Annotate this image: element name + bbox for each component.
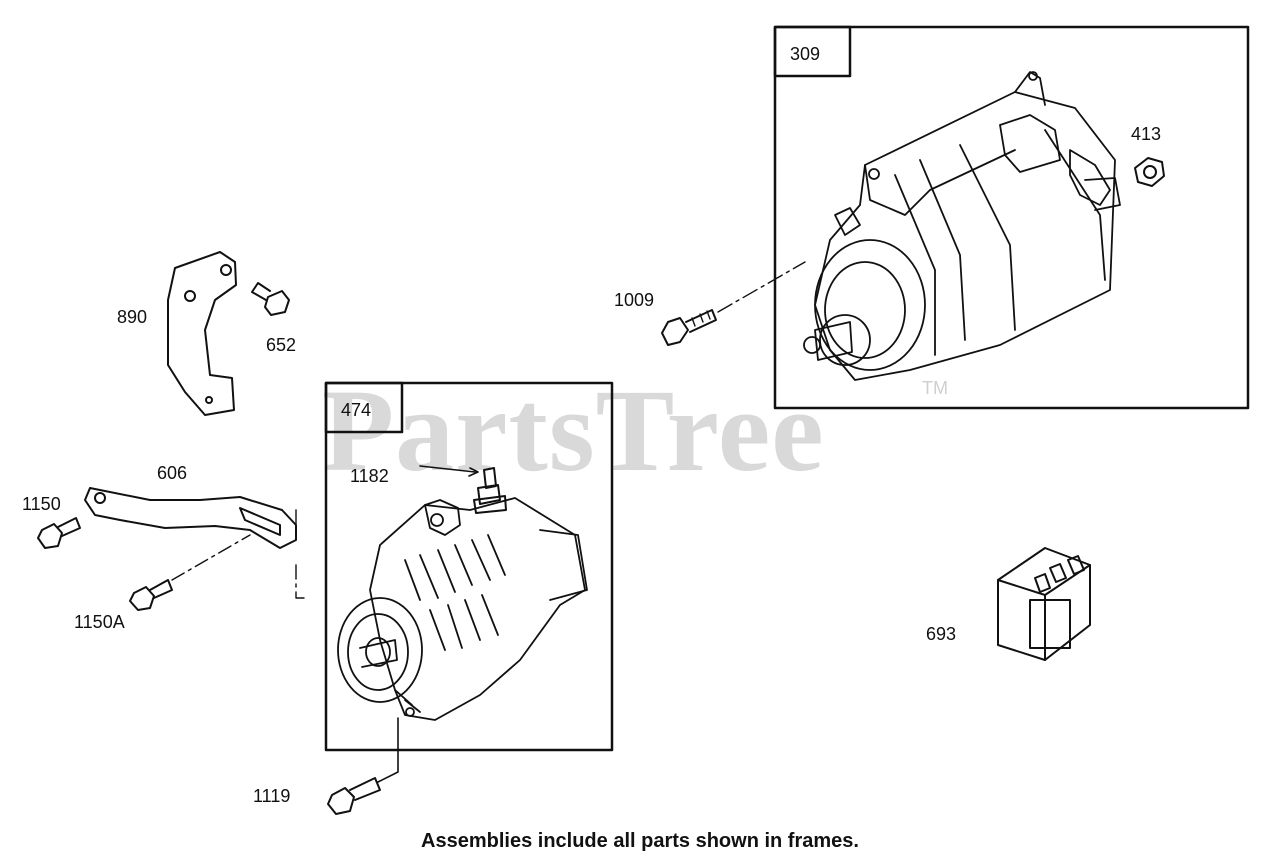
callout-1150a[interactable]: 1150A [74, 612, 125, 632]
alternator-part [337, 497, 588, 721]
frame-474-box [324, 381, 614, 752]
callout-413[interactable]: 413 [1131, 124, 1162, 144]
relay-693-part [997, 547, 1091, 661]
frame-474-label[interactable]: 474 [341, 400, 372, 420]
bolt-1150-part [37, 517, 81, 549]
bolt-1009-part [661, 261, 806, 346]
diagram-caption: Assemblies include all parts shown in fr… [421, 830, 859, 852]
callout-606[interactable]: 606 [157, 463, 188, 483]
bracket-606-part [84, 487, 297, 549]
starter-motor-part [803, 71, 1121, 381]
callout-1182[interactable]: 1182 [350, 466, 389, 486]
nut-413-part [1134, 157, 1165, 187]
watermark-trademark: TM [922, 378, 948, 398]
bracket-606-guide [295, 509, 307, 599]
callout-693[interactable]: 693 [926, 624, 957, 644]
callout-1150[interactable]: 1150 [22, 494, 61, 514]
bolt-652-part [251, 282, 290, 316]
callout-1119[interactable]: 1119 [253, 786, 291, 806]
bolt-1119-part [327, 717, 399, 815]
watermark-logo: PartsTree [322, 365, 825, 496]
terminal-1182-part [419, 465, 507, 514]
bracket-890-part [167, 251, 237, 416]
frame-309-label[interactable]: 309 [790, 44, 821, 64]
callout-652[interactable]: 652 [266, 335, 297, 355]
frame-309-box [773, 25, 1250, 410]
bolt-1150a-part [129, 534, 251, 611]
callout-1009[interactable]: 1009 [614, 290, 655, 310]
callout-890[interactable]: 890 [117, 307, 148, 327]
